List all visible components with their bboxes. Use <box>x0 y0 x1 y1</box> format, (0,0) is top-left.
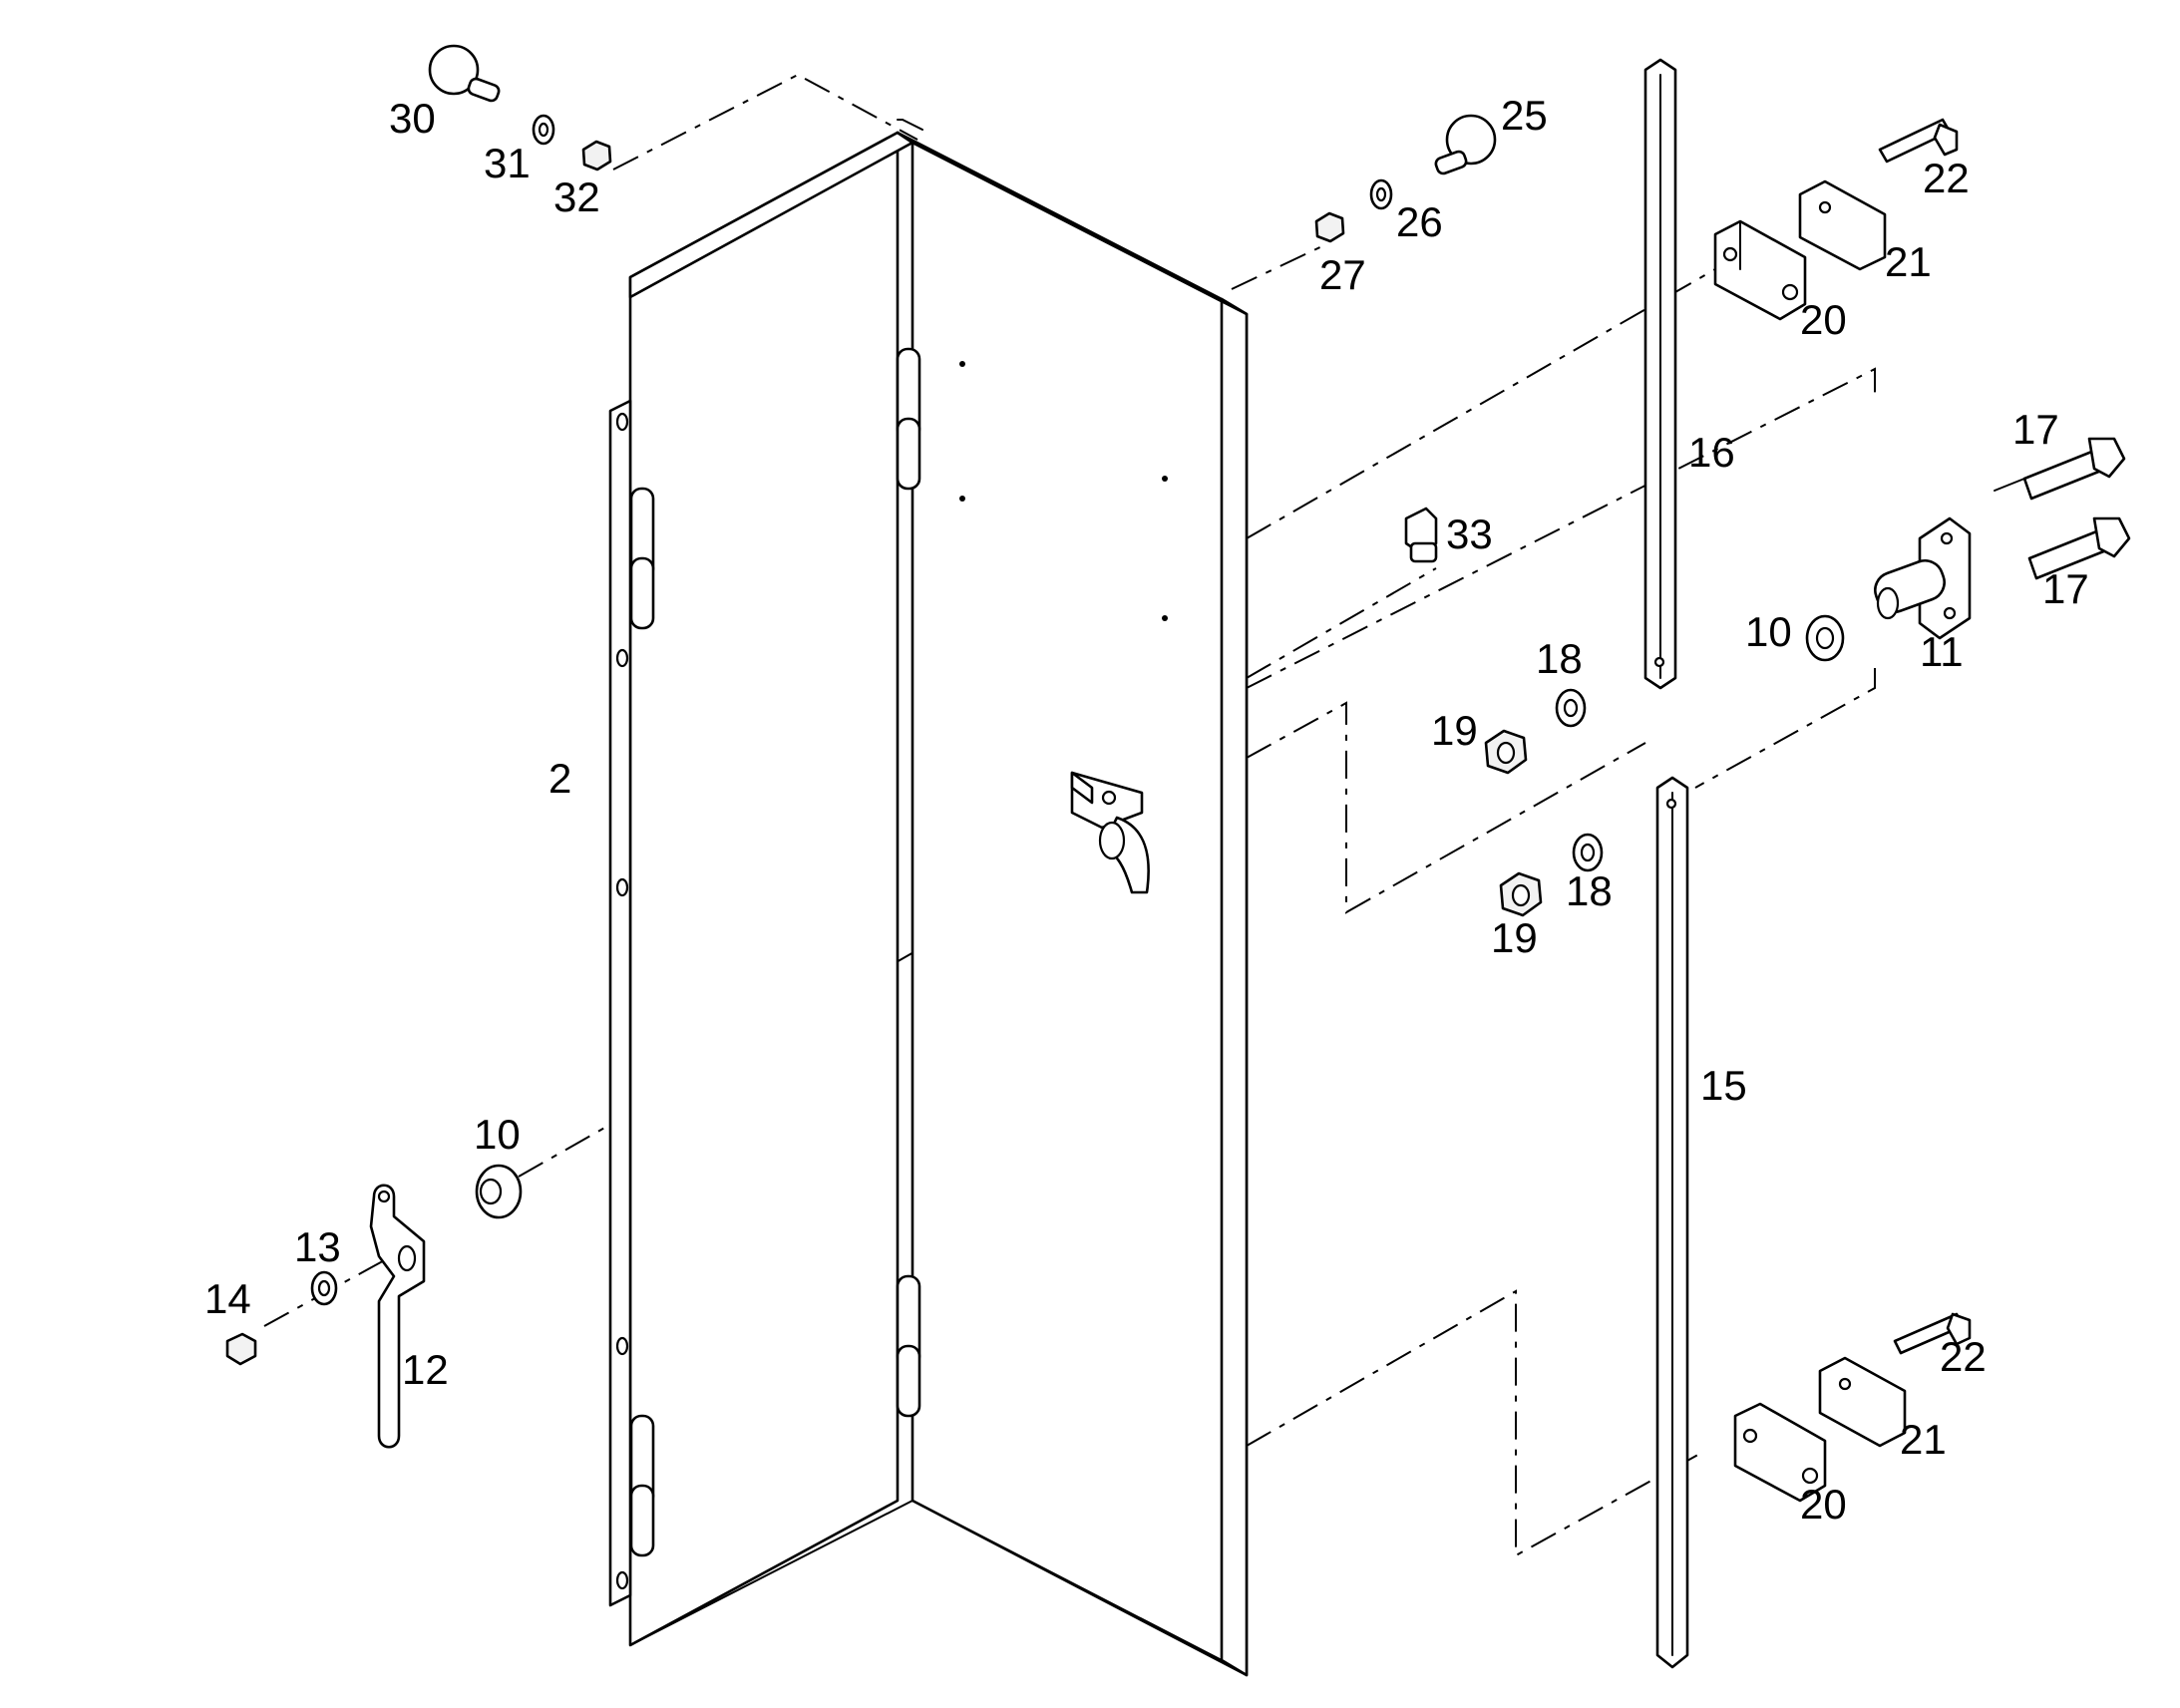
callout-19-lower: 19 <box>1491 914 1538 961</box>
callout-16: 16 <box>1688 429 1735 476</box>
callout-15: 15 <box>1700 1062 1747 1109</box>
callout-10-right: 10 <box>1745 608 1792 655</box>
nut-part-19-upper <box>1484 729 1528 775</box>
latch-housing-part-11 <box>1874 516 1972 640</box>
nut-part-19-lower <box>1499 871 1543 917</box>
callout-14: 14 <box>204 1275 251 1322</box>
bushing-part-10-right <box>1805 614 1845 662</box>
bushing-part-10-left <box>475 1164 523 1219</box>
callout-18-lower: 18 <box>1566 867 1613 914</box>
nut-part-27 <box>1314 211 1345 243</box>
bracket-part-21-lower <box>1818 1356 1907 1448</box>
bolt-part-22-lower <box>1893 1312 1972 1355</box>
callout-22-lower: 22 <box>1940 1333 1987 1380</box>
callout-31: 31 <box>484 140 531 186</box>
panel-mount-holes <box>959 361 1168 621</box>
rod-part-16 <box>1643 58 1677 690</box>
callout-27: 27 <box>1319 251 1366 298</box>
bolt-part-17-lower <box>2027 516 2131 580</box>
washer-part-18-lower <box>1572 833 1604 872</box>
bracket-part-21-upper <box>1798 179 1887 271</box>
callout-21-upper: 21 <box>1885 238 1932 285</box>
hinge-strip <box>608 399 632 1607</box>
callout-26: 26 <box>1396 198 1443 245</box>
fitting-part-33 <box>1404 507 1438 563</box>
bracket-part-20-upper <box>1713 219 1807 321</box>
callout-18-upper: 18 <box>1536 635 1583 682</box>
latch-keeper <box>1070 771 1150 894</box>
bracket-part-20-lower <box>1733 1402 1827 1503</box>
washer-part-18-upper <box>1555 688 1587 728</box>
callout-10-left: 10 <box>474 1111 521 1158</box>
washer-part-26 <box>1369 178 1393 210</box>
callout-17-upper: 17 <box>2012 406 2059 453</box>
bolt-part-22-upper <box>1878 118 1959 164</box>
callout-21-lower: 21 <box>1900 1416 1947 1463</box>
washer-part-31 <box>532 114 555 146</box>
hinge-barrels <box>629 347 921 1557</box>
callout-32: 32 <box>553 173 600 220</box>
callout-20-lower: 20 <box>1800 1481 1847 1528</box>
door-panel-part-2 <box>628 119 1249 1677</box>
callout-13: 13 <box>294 1223 341 1270</box>
nut-part-32 <box>581 140 612 171</box>
knob-part-30 <box>428 44 501 103</box>
callout-25: 25 <box>1501 92 1548 139</box>
callout-labels: 2 10 10 11 12 13 14 15 16 17 17 18 18 19… <box>204 92 2089 1528</box>
callout-11: 11 <box>1920 628 1964 675</box>
callout-30: 30 <box>389 95 436 142</box>
bolt-part-17-upper <box>1994 437 2126 501</box>
knob-part-25 <box>1434 114 1497 175</box>
washer-part-13 <box>310 1270 338 1306</box>
callout-22-upper: 22 <box>1923 155 1970 201</box>
callout-20-upper: 20 <box>1800 296 1847 343</box>
latch-handle-part-12 <box>369 1184 426 1449</box>
rod-part-15 <box>1655 776 1689 1669</box>
callout-2: 2 <box>548 755 571 802</box>
callout-17-lower: 17 <box>2042 565 2089 612</box>
callout-33: 33 <box>1446 511 1493 557</box>
screw-part-14 <box>225 1332 257 1366</box>
callout-19-upper: 19 <box>1431 707 1478 754</box>
callout-12: 12 <box>402 1346 449 1393</box>
